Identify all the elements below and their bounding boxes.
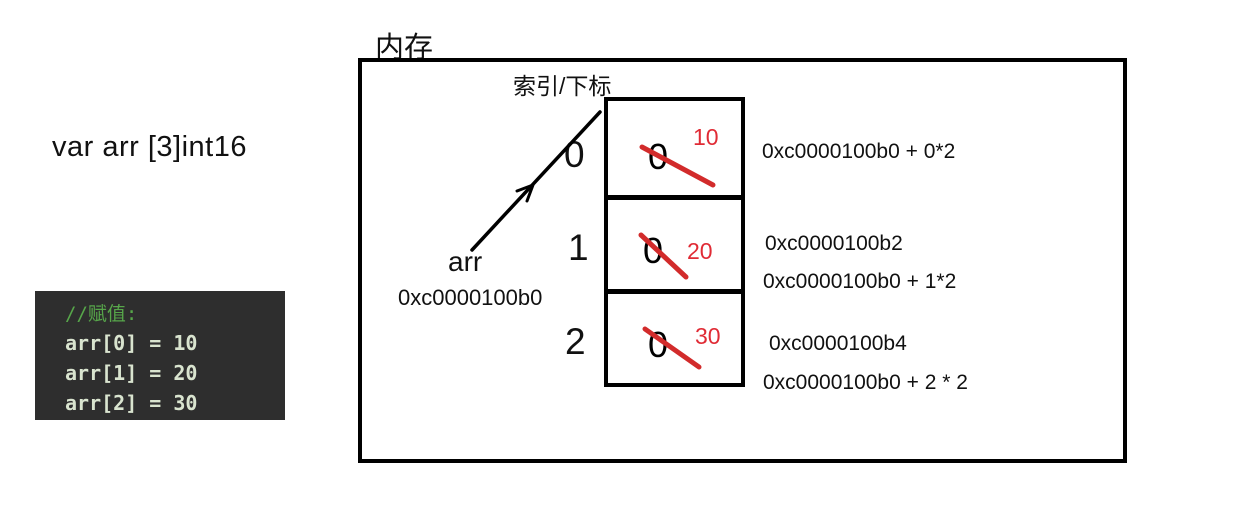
- new-value-0: 10: [693, 124, 719, 150]
- code-comment: //赋值:: [65, 303, 138, 325]
- old-value-0: 0: [648, 136, 669, 177]
- old-value-2: 0: [648, 324, 669, 365]
- new-value-2: 30: [695, 323, 721, 349]
- address-1: 0xc0000100b2: [765, 232, 903, 255]
- variable-declaration: var arr [3]int16: [52, 131, 247, 163]
- code-line-1: arr[0] = 10: [65, 331, 198, 355]
- array-cell-2: [608, 289, 741, 383]
- address-calc-2: 0xc0000100b0 + 2 * 2: [763, 371, 968, 394]
- array-cell-1: [608, 195, 741, 289]
- array-base-address: 0xc0000100b0: [398, 285, 543, 310]
- address-2: 0xc0000100b4: [769, 332, 907, 355]
- address-calc-1: 0xc0000100b0 + 1*2: [763, 270, 957, 293]
- array-cells-box: [604, 97, 745, 387]
- cell-index-0: 0: [564, 134, 585, 175]
- old-value-1: 0: [643, 230, 664, 271]
- index-subscript-label: 索引/下标: [513, 73, 612, 99]
- array-cell-0: [608, 101, 741, 195]
- address-calc-0: 0xc0000100b0 + 0*2: [762, 140, 956, 163]
- cell-index-2: 2: [565, 321, 586, 362]
- array-pointer-label: arr: [448, 246, 483, 277]
- code-snippet-block: //赋值: arr[0] = 10 arr[1] = 20 arr[2] = 3…: [35, 291, 285, 420]
- code-line-3: arr[2] = 30: [65, 391, 198, 415]
- cell-index-1: 1: [568, 227, 589, 268]
- new-value-1: 20: [687, 238, 713, 264]
- code-line-2: arr[1] = 20: [65, 361, 198, 385]
